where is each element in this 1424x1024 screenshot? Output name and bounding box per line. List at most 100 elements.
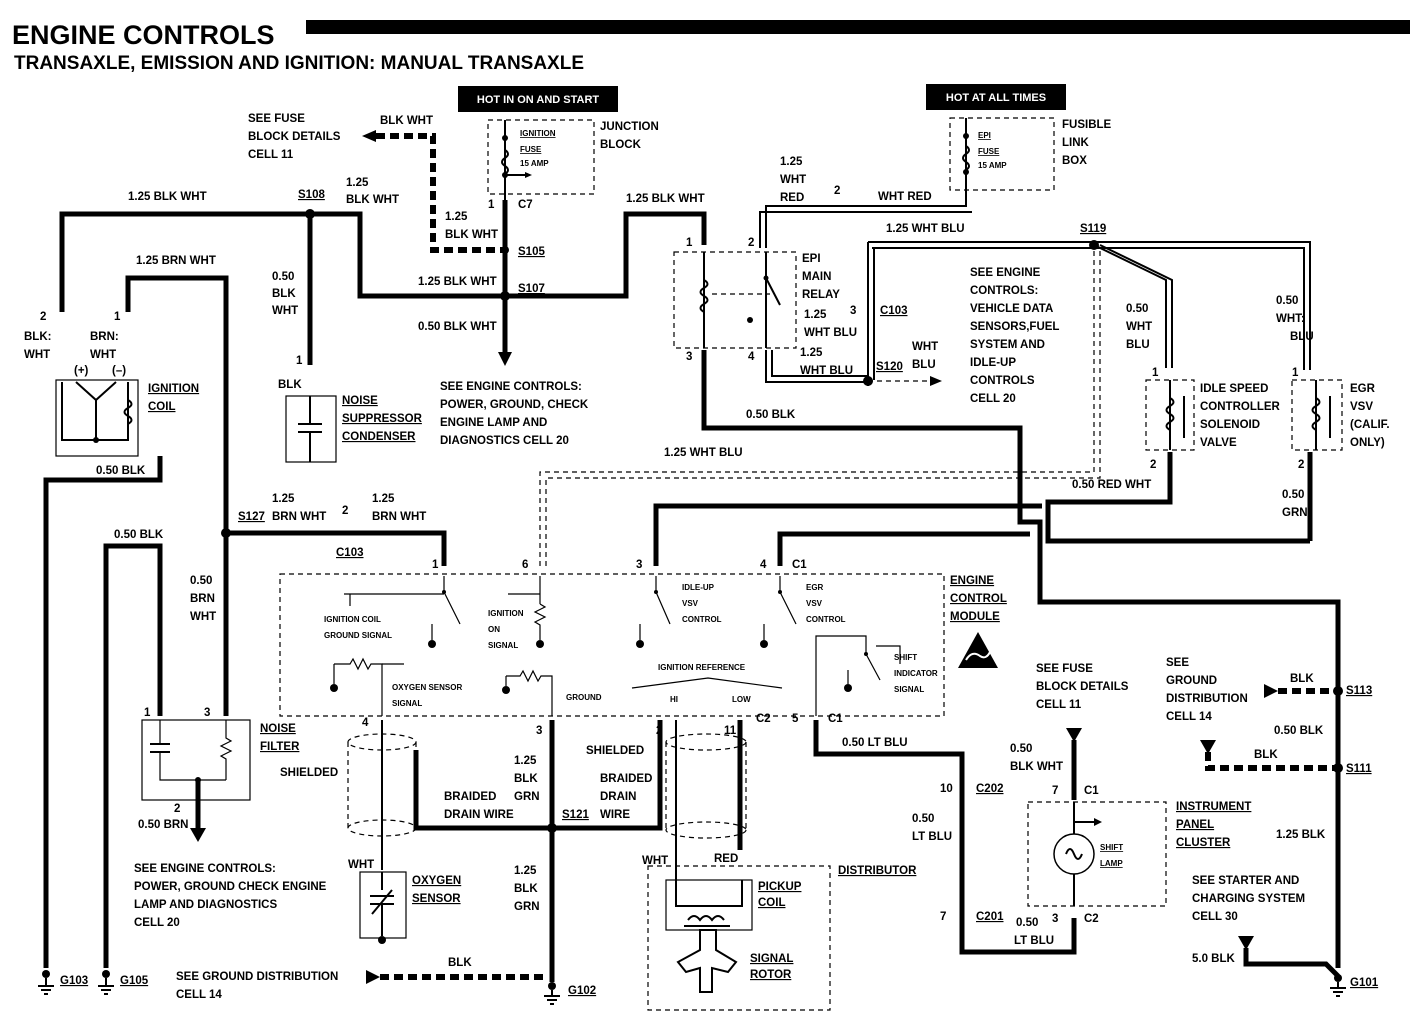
svg-text:1.25: 1.25: [445, 211, 468, 223]
svg-text:3: 3: [636, 559, 642, 571]
svg-text:2: 2: [834, 185, 840, 197]
svg-text:1: 1: [488, 199, 495, 211]
svg-text:DISTRIBUTION: DISTRIBUTION: [1166, 693, 1248, 705]
svg-text:3: 3: [686, 351, 692, 363]
svg-text:1.25: 1.25: [800, 347, 823, 359]
svg-text:0.50: 0.50: [1282, 489, 1304, 501]
svg-text:CONTROL: CONTROL: [682, 615, 722, 624]
svg-text:15 AMP: 15 AMP: [520, 159, 549, 168]
instrument-panel-cluster: [1027, 801, 1167, 907]
svg-text:VSV: VSV: [806, 599, 823, 608]
svg-text:ENGINE LAMP AND: ENGINE LAMP AND: [440, 417, 547, 429]
svg-text:ONLY): ONLY): [1350, 437, 1385, 449]
svg-text:CONDENSER: CONDENSER: [342, 431, 416, 443]
svg-text:WHT: WHT: [780, 174, 806, 186]
svg-text:SHIELDED: SHIELDED: [586, 745, 644, 757]
hot-on-start-label: HOT IN ON AND START: [477, 94, 599, 106]
svg-text:MODULE: MODULE: [950, 611, 1000, 623]
connector-c201: C201: [976, 911, 1004, 923]
svg-text:LAMP AND DIAGNOSTICS: LAMP AND DIAGNOSTICS: [134, 899, 277, 911]
svg-text:2: 2: [748, 237, 754, 249]
page-subtitle: TRANSAXLE, EMISSION AND IGNITION: MANUAL…: [14, 53, 584, 74]
splice-s111: [1333, 763, 1343, 773]
svg-text:0.50: 0.50: [1016, 917, 1038, 929]
fusible-link-label: FUSIBLE: [1062, 119, 1112, 131]
svg-text:BLK WHT: BLK WHT: [1010, 761, 1063, 773]
svg-text:CELL 20: CELL 20: [970, 393, 1016, 405]
svg-text:2: 2: [40, 311, 46, 323]
svg-text:BLK: BLK: [1290, 673, 1314, 685]
svg-text:1.25 BLK WHT: 1.25 BLK WHT: [626, 193, 705, 205]
svg-text:SHIELDED: SHIELDED: [280, 767, 338, 779]
svg-text:POWER, GROUND CHECK ENGINE: POWER, GROUND CHECK ENGINE: [134, 881, 327, 893]
svg-text:4: 4: [362, 717, 369, 729]
svg-text:CELL 14: CELL 14: [176, 989, 222, 1001]
connector-c7: C7: [518, 199, 533, 211]
ecm-label: ENGINE: [950, 575, 994, 587]
svg-text:CELL 30: CELL 30: [1192, 911, 1238, 923]
svg-text:SOLENOID: SOLENOID: [1200, 419, 1260, 431]
egr-vsv-label: EGR: [1350, 383, 1376, 395]
splice-s113: [1333, 686, 1343, 696]
svg-text:0.50: 0.50: [190, 575, 212, 587]
svg-text:1: 1: [686, 237, 693, 249]
svg-text:6: 6: [522, 559, 528, 571]
svg-text:3: 3: [204, 707, 210, 719]
ipc-label: INSTRUMENT: [1176, 801, 1251, 813]
svg-text:WHT BLU: WHT BLU: [804, 327, 857, 339]
svg-text:DRAIN WIRE: DRAIN WIRE: [444, 809, 514, 821]
svg-text:0.50 LT BLU: 0.50 LT BLU: [842, 737, 908, 749]
engine-control-module: [279, 573, 945, 717]
svg-text:(–): (–): [112, 365, 126, 377]
svg-text:1.25: 1.25: [272, 493, 295, 505]
svg-text:SYSTEM AND: SYSTEM AND: [970, 339, 1045, 351]
svg-text:C1: C1: [1084, 785, 1099, 797]
svg-text:GROUND SIGNAL: GROUND SIGNAL: [324, 631, 392, 640]
svg-text:0.50 BLK: 0.50 BLK: [746, 409, 796, 421]
svg-text:4: 4: [748, 351, 755, 363]
svg-text:1.25 BLK WHT: 1.25 BLK WHT: [128, 191, 207, 203]
ground-g101: G101: [1330, 974, 1379, 997]
svg-text:IDLE-UP: IDLE-UP: [970, 357, 1016, 369]
svg-text:IGNITION: IGNITION: [488, 609, 524, 618]
svg-text:1.25: 1.25: [804, 309, 827, 321]
svg-text:5: 5: [792, 713, 799, 725]
svg-text:WHT RED: WHT RED: [878, 191, 932, 203]
svg-text:BLOCK DETAILS: BLOCK DETAILS: [248, 131, 341, 143]
pickup-coil-label: PICKUP: [758, 881, 802, 893]
svg-text:SUPPRESSOR: SUPPRESSOR: [342, 413, 423, 425]
svg-text:C1: C1: [792, 559, 807, 571]
svg-text:WHT: WHT: [1126, 321, 1152, 333]
svg-text:ROTOR: ROTOR: [750, 969, 792, 981]
signal-rotor: [676, 929, 738, 993]
ground-g105: G105: [98, 970, 149, 995]
noise-suppressor-label: NOISE: [342, 395, 378, 407]
svg-text:BLK: BLK: [448, 957, 472, 969]
svg-text:1.25 WHT BLU: 1.25 WHT BLU: [886, 223, 965, 235]
svg-text:CONTROL: CONTROL: [806, 615, 846, 624]
svg-text:IGNITION REFERENCE: IGNITION REFERENCE: [658, 663, 746, 672]
svg-text:BLK: BLK: [1254, 749, 1278, 761]
svg-text:1: 1: [432, 559, 439, 571]
svg-text:GRN: GRN: [1282, 507, 1308, 519]
svg-text:BLOCK DETAILS: BLOCK DETAILS: [1036, 681, 1129, 693]
svg-text:1.25: 1.25: [372, 493, 395, 505]
svg-text:S120: S120: [876, 361, 903, 373]
svg-text:3: 3: [1052, 913, 1058, 925]
svg-text:2: 2: [174, 803, 180, 815]
svg-text:IGNITION COIL: IGNITION COIL: [324, 615, 381, 624]
see-engine-controls-vehicle: SEE ENGINE: [970, 267, 1041, 279]
svg-text:FILTER: FILTER: [260, 741, 300, 753]
svg-text:1: 1: [144, 707, 151, 719]
svg-text:BLK: BLK: [514, 883, 538, 895]
fusible-link-box: [949, 117, 1055, 191]
svg-text:C2: C2: [1084, 913, 1099, 925]
svg-text:BLOCK: BLOCK: [600, 139, 642, 151]
svg-text:FUSE: FUSE: [520, 145, 542, 154]
svg-text:GROUND: GROUND: [1166, 675, 1217, 687]
svg-text:BRN WHT: BRN WHT: [372, 511, 426, 523]
see-ground-distribution-right: SEE: [1166, 657, 1189, 669]
svg-text:WHT: WHT: [348, 859, 374, 871]
svg-text:GRN: GRN: [514, 901, 540, 913]
svg-text:1: 1: [296, 355, 303, 367]
